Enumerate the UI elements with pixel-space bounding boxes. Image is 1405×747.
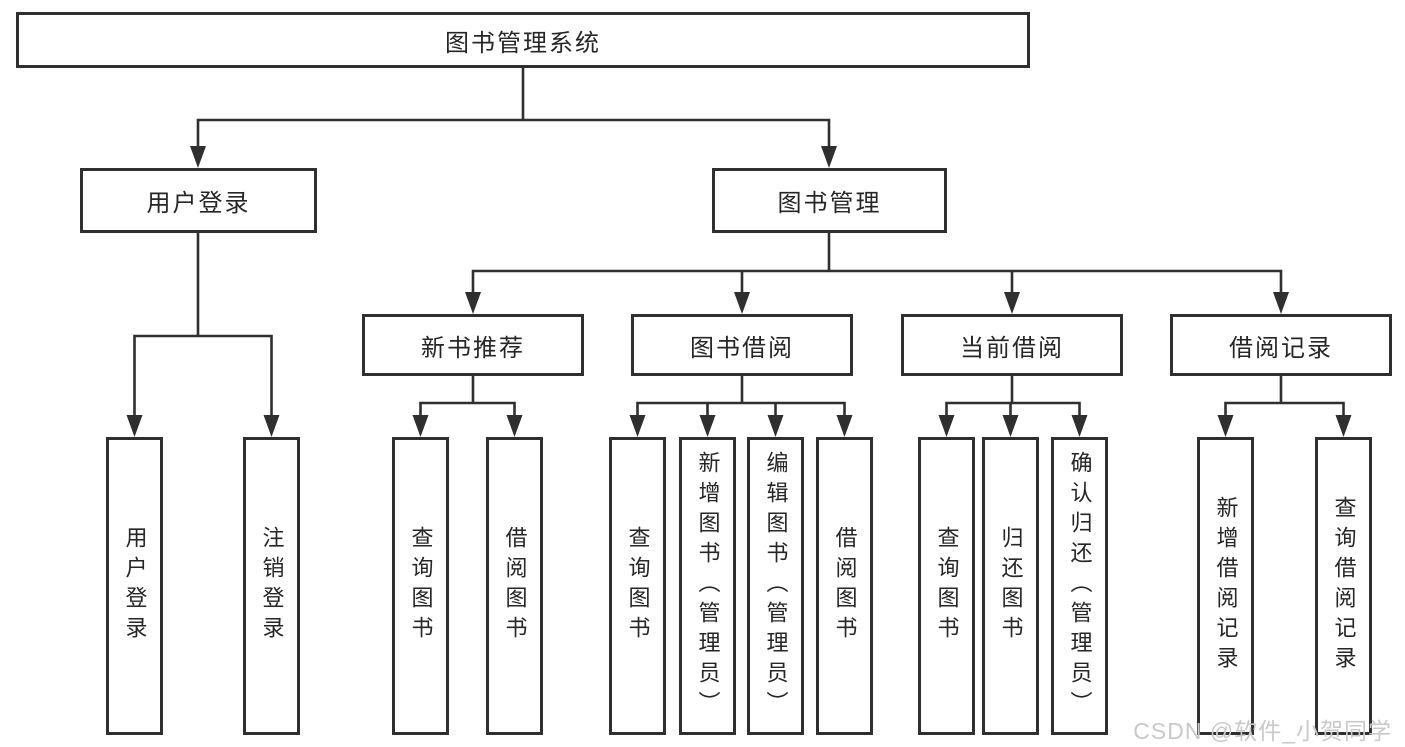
- leaf-return-books: 归还图书: [982, 437, 1039, 735]
- leaf-borrow-books-borrowing: 借阅图书: [816, 437, 873, 735]
- node-book-management: 图书管理: [712, 168, 947, 233]
- leaf-add-borrow-record: 新增借阅记录: [1197, 437, 1254, 735]
- leaf-borrow-books-recommend: 借阅图书: [486, 437, 543, 735]
- node-current-borrowing: 当前借阅: [901, 314, 1123, 376]
- leaf-edit-book-admin: 编辑图书（管理员）: [747, 437, 804, 735]
- node-book-borrowing: 图书借阅: [631, 314, 853, 376]
- node-library-management-system: 图书管理系统: [16, 12, 1030, 68]
- leaf-query-borrow-record: 查询借阅记录: [1315, 437, 1372, 735]
- csdn-watermark: CSDN @软件_小贺同学: [1133, 718, 1392, 744]
- leaf-add-book-admin: 新增图书（管理员）: [679, 437, 736, 735]
- node-new-book-recommendation: 新书推荐: [362, 314, 584, 376]
- leaf-query-books-borrowing: 查询图书: [609, 437, 666, 735]
- leaf-logout: 注销登录: [243, 437, 300, 735]
- leaf-confirm-return-admin: 确认归还（管理员）: [1051, 437, 1108, 735]
- leaf-query-books-recommend: 查询图书: [392, 437, 449, 735]
- node-user-login: 用户登录: [80, 168, 317, 233]
- leaf-user-login: 用户登录: [106, 437, 163, 735]
- leaf-query-books-current: 查询图书: [918, 437, 975, 735]
- node-borrowing-records: 借阅记录: [1170, 314, 1392, 376]
